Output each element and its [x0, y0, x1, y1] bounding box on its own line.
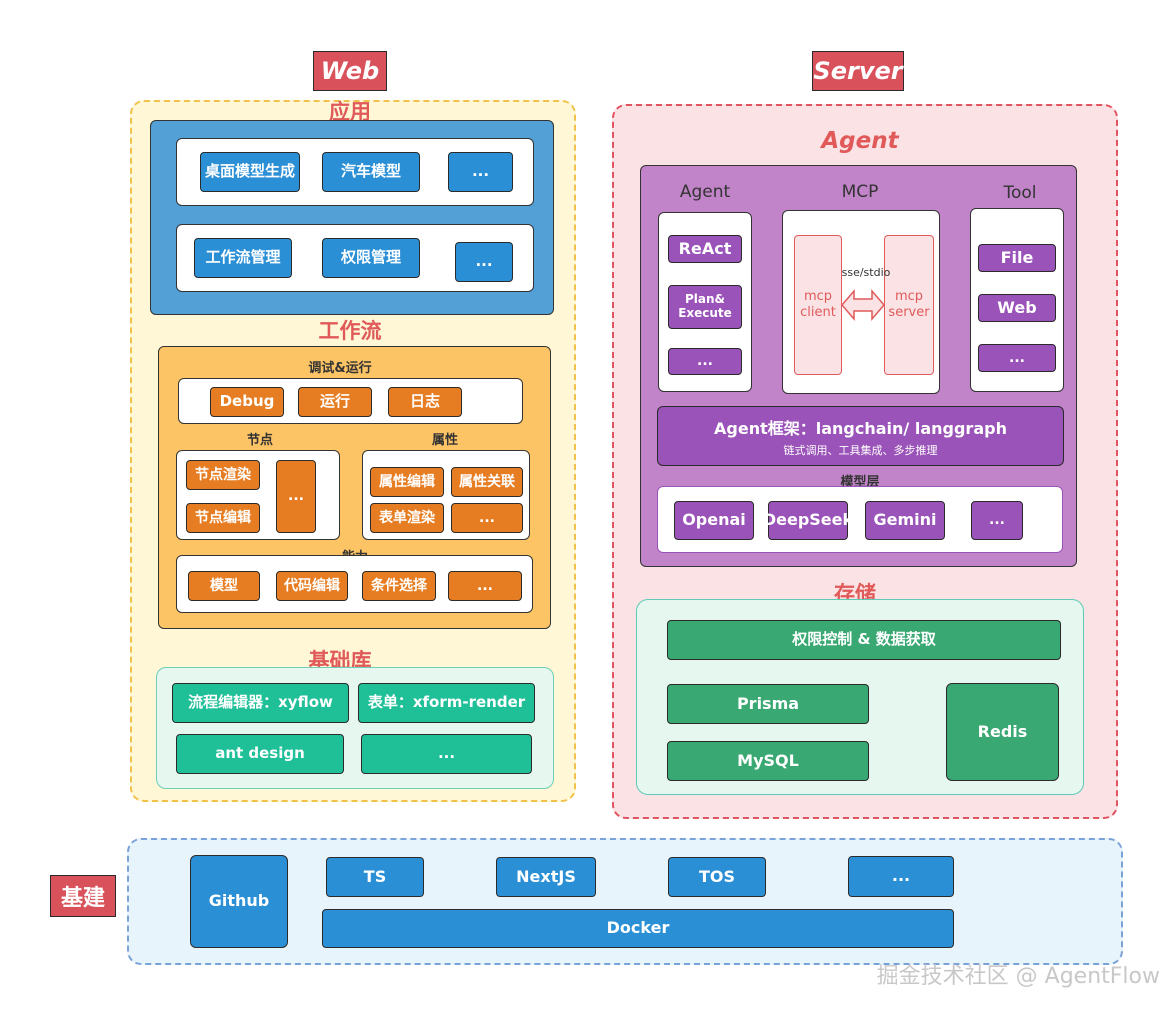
workflow-manage-button[interactable]: 工作流管理: [194, 238, 292, 278]
ts-item[interactable]: TS: [326, 857, 424, 897]
node-edit-button[interactable]: 节点编辑: [186, 503, 260, 533]
attr-title: 属性: [431, 433, 458, 448]
github-item[interactable]: Github: [190, 855, 288, 948]
xyflow-item[interactable]: 流程编辑器：xyflow: [172, 683, 349, 723]
nextjs-item[interactable]: NextJS: [496, 857, 596, 897]
ability-more-button[interactable]: ...: [448, 571, 522, 601]
gemini-button[interactable]: Gemini: [865, 501, 945, 540]
tool-col-title: Tool: [1003, 183, 1037, 203]
protocol-label: sse/stdio: [841, 266, 891, 279]
tool-more-button[interactable]: ...: [978, 344, 1056, 372]
debug-button[interactable]: Debug: [210, 387, 284, 417]
tos-item[interactable]: TOS: [668, 857, 766, 897]
condition-button[interactable]: 条件选择: [362, 571, 436, 601]
openai-button[interactable]: Openai: [674, 501, 754, 540]
redis-item[interactable]: Redis: [946, 683, 1059, 781]
access-control-bar: 权限控制 & 数据获取: [667, 620, 1061, 660]
docker-item[interactable]: Docker: [322, 909, 954, 948]
prisma-item[interactable]: Prisma: [667, 684, 869, 724]
mcp-col-title: MCP: [841, 182, 879, 202]
deepseek-button[interactable]: DeepSeek: [763, 501, 853, 540]
agent-framework-bar: Agent框架：langchain/ langgraph 链式调用、工具集成、多…: [657, 406, 1064, 466]
permission-manage-button[interactable]: 权限管理: [322, 238, 420, 278]
watermark: 掘金技术社区 @ AgentFlow: [876, 964, 1160, 989]
model-button[interactable]: 模型: [188, 571, 260, 601]
workflow-section-title: 工作流: [318, 319, 382, 343]
log-button[interactable]: 日志: [388, 387, 462, 417]
xform-item[interactable]: 表单：xform-render: [358, 683, 535, 723]
desktop-model-button[interactable]: 桌面模型生成: [200, 152, 300, 192]
model-more-button[interactable]: ...: [971, 501, 1023, 540]
attr-link-button[interactable]: 属性关联: [451, 467, 523, 497]
infra-more-item[interactable]: ...: [848, 856, 954, 897]
mysql-item[interactable]: MySQL: [667, 741, 869, 781]
agent-section-title: Agent: [821, 128, 899, 154]
agent-col-title: Agent: [679, 182, 731, 202]
more-app-button[interactable]: ...: [448, 152, 513, 192]
run-button[interactable]: 运行: [298, 387, 372, 417]
more-app-button-2[interactable]: ...: [455, 242, 513, 282]
web-tool-button[interactable]: Web: [978, 294, 1056, 322]
code-edit-button[interactable]: 代码编辑: [276, 571, 348, 601]
form-render-button[interactable]: 表单渲染: [370, 503, 444, 533]
attr-edit-button[interactable]: 属性编辑: [370, 467, 444, 497]
car-model-button[interactable]: 汽车模型: [322, 152, 420, 192]
server-tag: Server: [812, 51, 904, 91]
base-more-item[interactable]: ...: [361, 734, 532, 774]
node-more-button[interactable]: ...: [276, 460, 316, 533]
framework-subtitle: 链式调用、工具集成、多步推理: [783, 443, 938, 457]
antd-item[interactable]: ant design: [176, 734, 344, 774]
mcp-server-box: mcp server: [884, 235, 934, 375]
infra-tag: 基建: [50, 875, 116, 917]
plan-execute-button[interactable]: Plan& Execute: [668, 285, 742, 329]
file-tool-button[interactable]: File: [978, 244, 1056, 272]
agent-more-button[interactable]: ...: [668, 348, 742, 375]
node-title: 节点: [246, 433, 273, 448]
debug-run-title: 调试&运行: [308, 361, 372, 376]
attr-more-button[interactable]: ...: [451, 503, 523, 533]
framework-title: Agent框架：langchain/ langgraph: [714, 418, 1007, 438]
node-render-button[interactable]: 节点渲染: [186, 460, 260, 490]
web-tag: Web: [313, 51, 387, 91]
app-section-title: 应用: [329, 100, 371, 124]
react-button[interactable]: ReAct: [668, 235, 742, 263]
mcp-client-box: mcp client: [794, 235, 842, 375]
double-arrow-icon: [841, 288, 885, 322]
